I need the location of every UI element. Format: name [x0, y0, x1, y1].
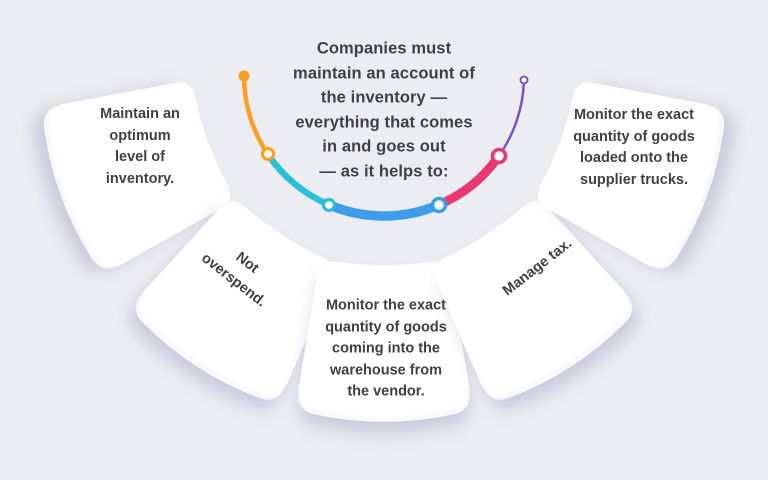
arc-segment-purple — [497, 78, 526, 158]
arc-segment-teal — [264, 151, 333, 209]
arc-node-blue — [430, 196, 448, 214]
central-arc — [241, 73, 526, 221]
arc-segment-blue — [324, 200, 444, 221]
arc-end-ring — [519, 75, 529, 85]
arc-start-dot — [238, 70, 250, 82]
arc-segment-pink — [434, 151, 504, 210]
arc-node-pink — [490, 147, 508, 165]
arc-node-orange — [260, 146, 276, 162]
arc-node-teal — [321, 197, 337, 213]
arc-segment-orange — [241, 73, 271, 157]
